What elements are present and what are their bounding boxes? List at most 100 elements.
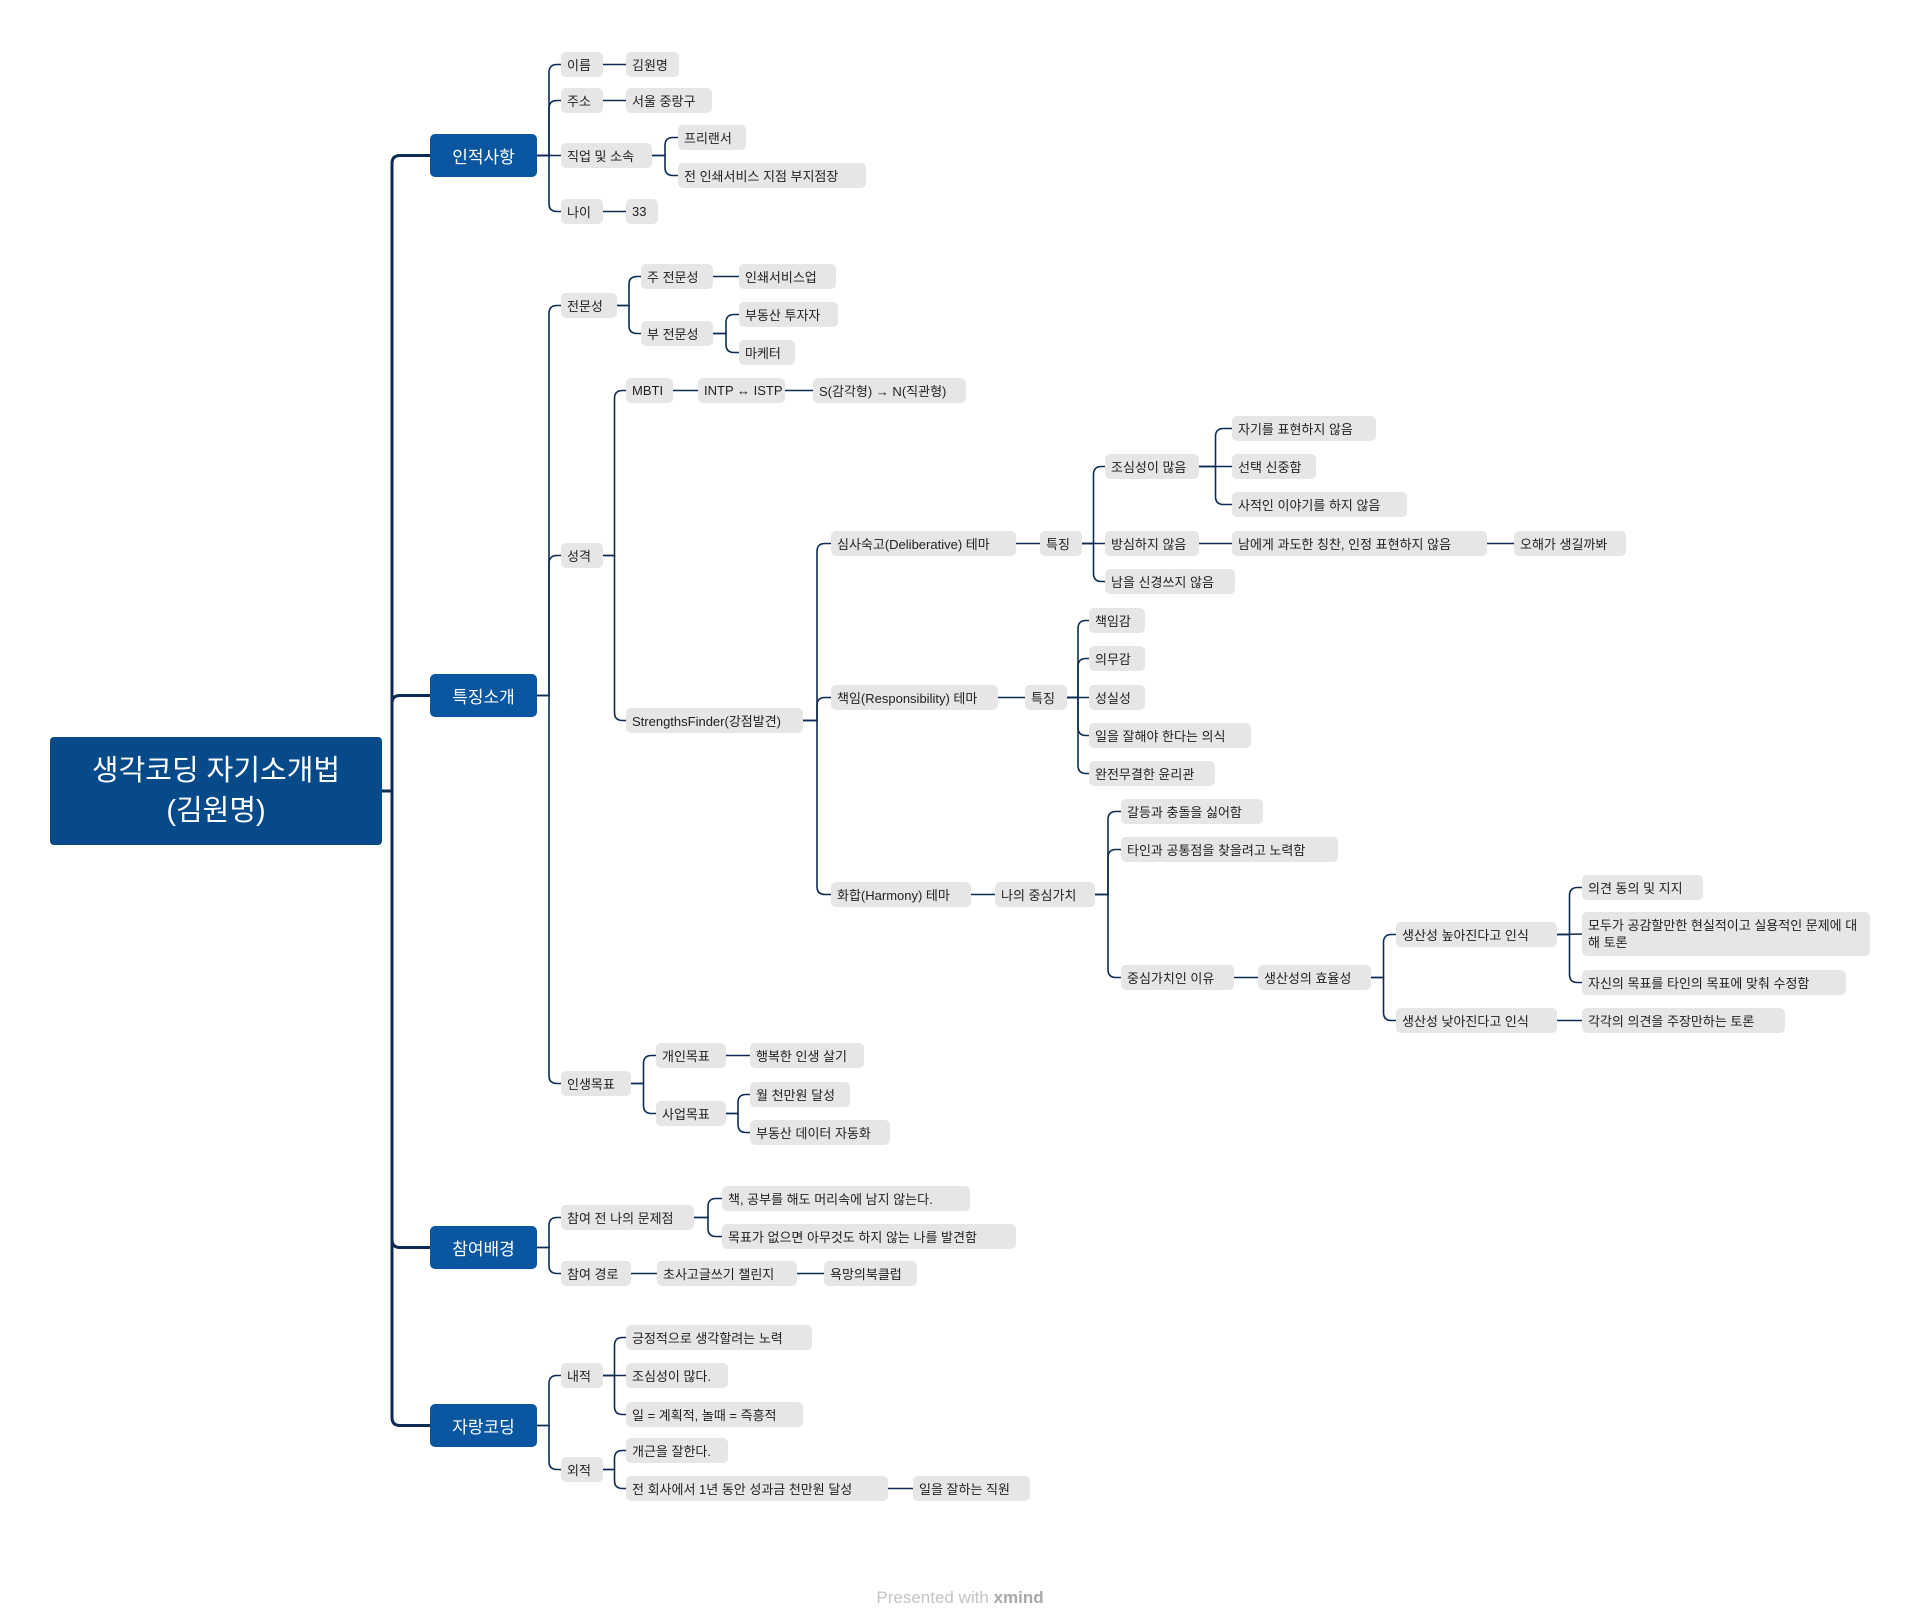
subtopic-n-harm-why[interactable]: 중심가치인 이유 — [1121, 965, 1234, 990]
subtopic-n-care-1[interactable]: 남에게 과도한 칭찬, 인정 표현하지 않음 — [1232, 531, 1487, 556]
subtopic-n-in[interactable]: 내적 — [561, 1363, 603, 1388]
subtopic-n-resp-4[interactable]: 일을 잘해야 한다는 의식 — [1089, 723, 1251, 748]
subtopic-n-mbti-2[interactable]: S(감각형) → N(직관형) — [813, 378, 966, 403]
subtopic-n-goal[interactable]: 인생목표 — [561, 1071, 631, 1096]
topic-label: 부동산 데이터 자동화 — [756, 1126, 871, 1141]
central-topic[interactable]: 생각코딩 자기소개법 (김원명) — [50, 737, 382, 845]
subtopic-n-path-2[interactable]: 욕망의북클럽 — [824, 1261, 917, 1286]
connector-n_caut-n_caut_3 — [1199, 465, 1232, 506]
subtopic-n-job-1[interactable]: 프리랜서 — [678, 125, 746, 150]
subtopic-n-prob-2[interactable]: 목표가 없으면 아무것도 하지 않는 나를 발견함 — [722, 1224, 1016, 1249]
subtopic-n-goal-p-v[interactable]: 행복한 인생 살기 — [750, 1043, 864, 1068]
branch-topic-b3[interactable]: 참여배경 — [430, 1226, 537, 1269]
subtopic-n-resp-5[interactable]: 완전무결한 윤리관 — [1089, 761, 1215, 786]
topic-label: 월 천만원 달성 — [756, 1088, 835, 1103]
subtopic-n-caut[interactable]: 조심성이 많음 — [1105, 454, 1199, 479]
subtopic-n-out[interactable]: 외적 — [561, 1457, 603, 1482]
subtopic-n-up[interactable]: 생산성 높아진다고 인식 — [1396, 922, 1557, 947]
subtopic-n-name-v[interactable]: 김원명 — [626, 52, 679, 77]
subtopic-n-job-2[interactable]: 전 인쇄서비스 지점 부지점장 — [678, 163, 866, 188]
subtopic-n-job[interactable]: 직업 및 소속 — [561, 143, 652, 168]
connector-n_delib_f-n_nocare — [1082, 542, 1105, 583]
subtopic-n-path[interactable]: 참여 경로 — [561, 1261, 631, 1286]
topic-label: 조심성이 많음 — [1111, 460, 1187, 475]
topic-label: 사적인 이야기를 하지 않음 — [1238, 498, 1381, 513]
topic-label: 일을 잘하는 직원 — [919, 1482, 1010, 1497]
subtopic-n-harm[interactable]: 화합(Harmony) 테마 — [831, 882, 971, 907]
connector-root-b3 — [382, 789, 430, 1249]
subtopic-n-care[interactable]: 방심하지 않음 — [1105, 531, 1199, 556]
connector-n_job-n_job_2 — [652, 154, 678, 177]
subtopic-n-exp-main[interactable]: 주 전문성 — [641, 264, 713, 289]
subtopic-n-resp[interactable]: 책임(Responsibility) 테마 — [831, 685, 998, 710]
topic-label: 부동산 투자자 — [745, 308, 821, 323]
subtopic-n-out-2[interactable]: 전 회사에서 1년 동안 성과금 천만원 달성 — [626, 1476, 888, 1501]
topic-label: 생산성의 효율성 — [1264, 971, 1352, 986]
subtopic-n-up-3[interactable]: 자신의 목표를 타인의 목표에 맞춰 수정함 — [1582, 970, 1846, 995]
subtopic-n-delib-f[interactable]: 특징 — [1040, 531, 1082, 556]
subtopic-n-harm-1[interactable]: 갈등과 충돌을 싫어함 — [1121, 799, 1263, 824]
subtopic-n-resp-1[interactable]: 책임감 — [1089, 608, 1145, 633]
subtopic-n-caut-2[interactable]: 선택 신중함 — [1232, 454, 1316, 479]
subtopic-n-down[interactable]: 생산성 낮아진다고 인식 — [1396, 1008, 1557, 1033]
subtopic-n-delib[interactable]: 심사숙고(Deliberative) 테마 — [831, 531, 1016, 556]
connector-n_sf-n_resp — [803, 696, 831, 722]
subtopic-n-mbti-1[interactable]: INTP ↔ ISTP — [698, 378, 785, 403]
topic-label: 전 인쇄서비스 지점 부지점장 — [684, 169, 839, 184]
subtopic-n-caut-3[interactable]: 사적인 이야기를 하지 않음 — [1232, 492, 1407, 517]
subtopic-n-care-2[interactable]: 오해가 생길까봐 — [1514, 531, 1626, 556]
subtopic-n-up-2[interactable]: 모두가 공감할만한 현실적이고 실용적인 문제에 대해 토론 — [1582, 912, 1870, 956]
subtopic-n-goal-p[interactable]: 개인목표 — [656, 1043, 726, 1068]
subtopic-n-up-1[interactable]: 의견 동의 및 지지 — [1582, 875, 1703, 900]
subtopic-n-exp-sub-1[interactable]: 부동산 투자자 — [739, 302, 838, 327]
subtopic-n-exp-sub[interactable]: 부 전문성 — [641, 321, 713, 346]
subtopic-n-in-1[interactable]: 긍정적으로 생각할려는 노력 — [626, 1325, 812, 1350]
subtopic-n-exp-main-v[interactable]: 인쇄서비스업 — [739, 264, 836, 289]
subtopic-n-addr-v[interactable]: 서울 중랑구 — [626, 88, 712, 113]
subtopic-n-prob-1[interactable]: 책, 공부를 해도 머리속에 남지 않는다. — [722, 1186, 970, 1211]
subtopic-n-goal-b-2[interactable]: 부동산 데이터 자동화 — [750, 1120, 890, 1145]
subtopic-n-harm-eff[interactable]: 생산성의 효율성 — [1258, 965, 1371, 990]
subtopic-n-addr[interactable]: 주소 — [561, 88, 603, 113]
topic-label: 일을 잘해야 한다는 의식 — [1095, 729, 1226, 744]
branch-topic-b1[interactable]: 인적사항 — [430, 134, 537, 177]
subtopic-n-resp-2[interactable]: 의무감 — [1089, 646, 1145, 671]
subtopic-n-exp-sub-2[interactable]: 마케터 — [739, 340, 795, 365]
topic-label: 모두가 공감할만한 현실적이고 실용적인 문제에 대해 토론 — [1588, 918, 1858, 950]
subtopic-n-caut-1[interactable]: 자기를 표현하지 않음 — [1232, 416, 1376, 441]
subtopic-n-in-3[interactable]: 일 = 계획적, 놀때 = 즉흥적 — [626, 1402, 803, 1427]
subtopic-n-resp-3[interactable]: 성실성 — [1089, 685, 1145, 710]
subtopic-n-age[interactable]: 나이 — [561, 199, 603, 224]
subtopic-n-sf[interactable]: StrengthsFinder(강점발견) — [626, 708, 803, 733]
subtopic-n-nocare[interactable]: 남을 신경쓰지 않음 — [1105, 569, 1235, 594]
branch-topic-b4[interactable]: 자랑코딩 — [430, 1404, 537, 1447]
subtopic-n-down-1[interactable]: 각각의 의견을 주장만하는 토론 — [1582, 1008, 1785, 1033]
subtopic-n-path-1[interactable]: 초사고글쓰기 챌린지 — [657, 1261, 797, 1286]
subtopic-n-harm-2[interactable]: 타인과 공통점을 찾을려고 노력함 — [1121, 837, 1338, 862]
subtopic-n-name[interactable]: 이름 — [561, 52, 603, 77]
subtopic-n-out-3[interactable]: 일을 잘하는 직원 — [913, 1476, 1030, 1501]
subtopic-n-goal-b-1[interactable]: 월 천만원 달성 — [750, 1082, 850, 1107]
connector-n_up-n_up_3 — [1557, 933, 1582, 984]
subtopic-n-in-2[interactable]: 조심성이 많다. — [626, 1363, 728, 1388]
subtopic-n-harm-core[interactable]: 나의 중심가치 — [995, 882, 1095, 907]
connector-root-b2 — [382, 694, 430, 793]
topic-label: 김원명 — [632, 58, 668, 73]
topic-label: 참여 전 나의 문제점 — [567, 1211, 674, 1226]
subtopic-n-resp-f[interactable]: 특징 — [1025, 685, 1067, 710]
subtopic-n-out-1[interactable]: 개근을 잘한다. — [626, 1438, 728, 1463]
subtopic-n-prob[interactable]: 참여 전 나의 문제점 — [561, 1205, 694, 1230]
connector-n_exp-n_exp_main — [617, 275, 641, 307]
subtopic-n-mbti[interactable]: MBTI — [626, 378, 673, 403]
topic-label: 특징 — [1031, 691, 1055, 706]
connector-b2-n_pers — [537, 554, 561, 697]
subtopic-n-pers[interactable]: 성격 — [561, 543, 603, 568]
subtopic-n-exp[interactable]: 전문성 — [561, 293, 617, 318]
subtopic-n-age-v[interactable]: 33 — [626, 199, 658, 224]
connector-n_resp_f-n_resp_5 — [1067, 696, 1089, 775]
branch-topic-b2[interactable]: 특징소개 — [430, 674, 537, 717]
topic-label: 내적 — [567, 1369, 591, 1384]
topic-label: 완전무결한 윤리관 — [1095, 767, 1195, 782]
subtopic-n-goal-b[interactable]: 사업목표 — [656, 1101, 726, 1126]
